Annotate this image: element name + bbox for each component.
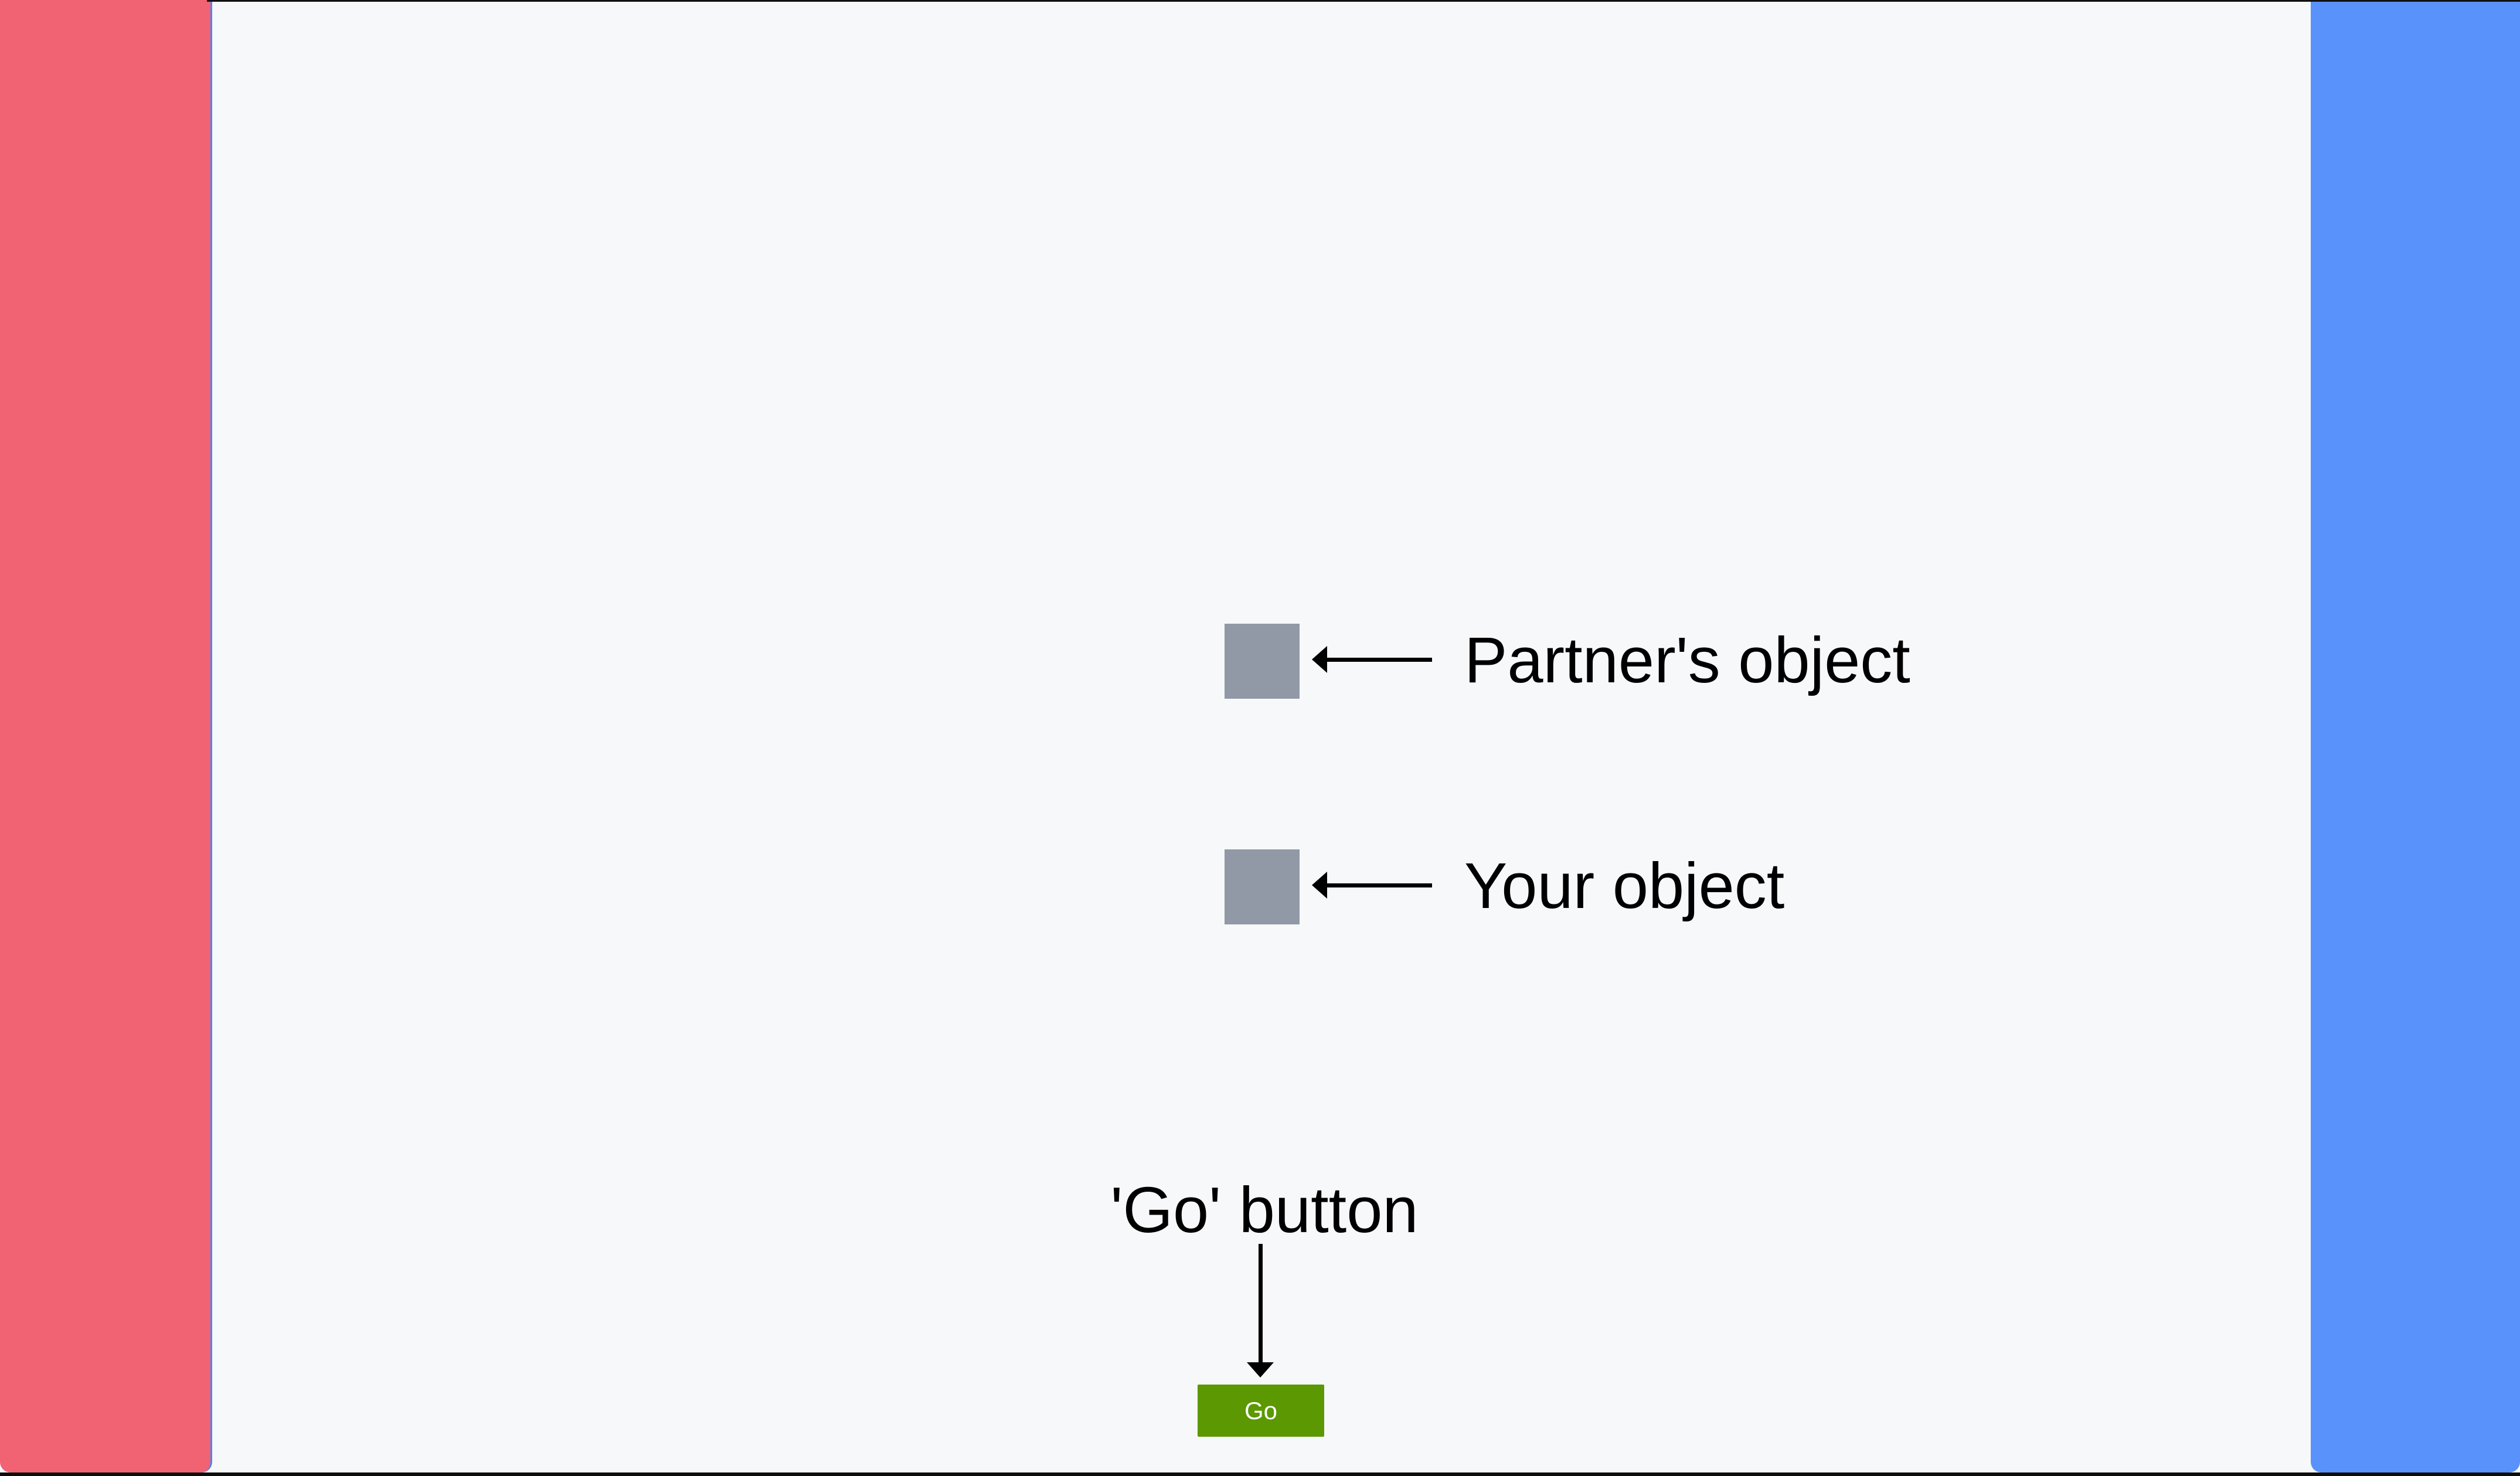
right-blue-zone[interactable] [2311,0,2520,1472]
your-object-label: Your object [1464,850,1785,922]
go-arrow-down-icon [1247,1362,1274,1378]
your-arrow-left-icon [1312,872,1327,899]
bottom-edge-line [0,1472,2520,1476]
top-edge-line [207,0,2520,2]
go-button-text: Go [1244,1396,1278,1424]
partner-object-square[interactable] [1225,624,1300,699]
go-arrow-shaft [1259,1244,1263,1362]
partner-object-label: Partner's object [1464,624,1910,696]
partner-arrow-shaft [1326,658,1432,662]
your-arrow-shaft [1326,883,1432,887]
go-button[interactable]: Go [1198,1385,1324,1437]
go-button-label: 'Go' button [1110,1174,1419,1246]
your-object-square[interactable] [1225,849,1300,924]
partner-arrow-left-icon [1312,646,1327,673]
left-red-zone[interactable] [0,0,212,1472]
